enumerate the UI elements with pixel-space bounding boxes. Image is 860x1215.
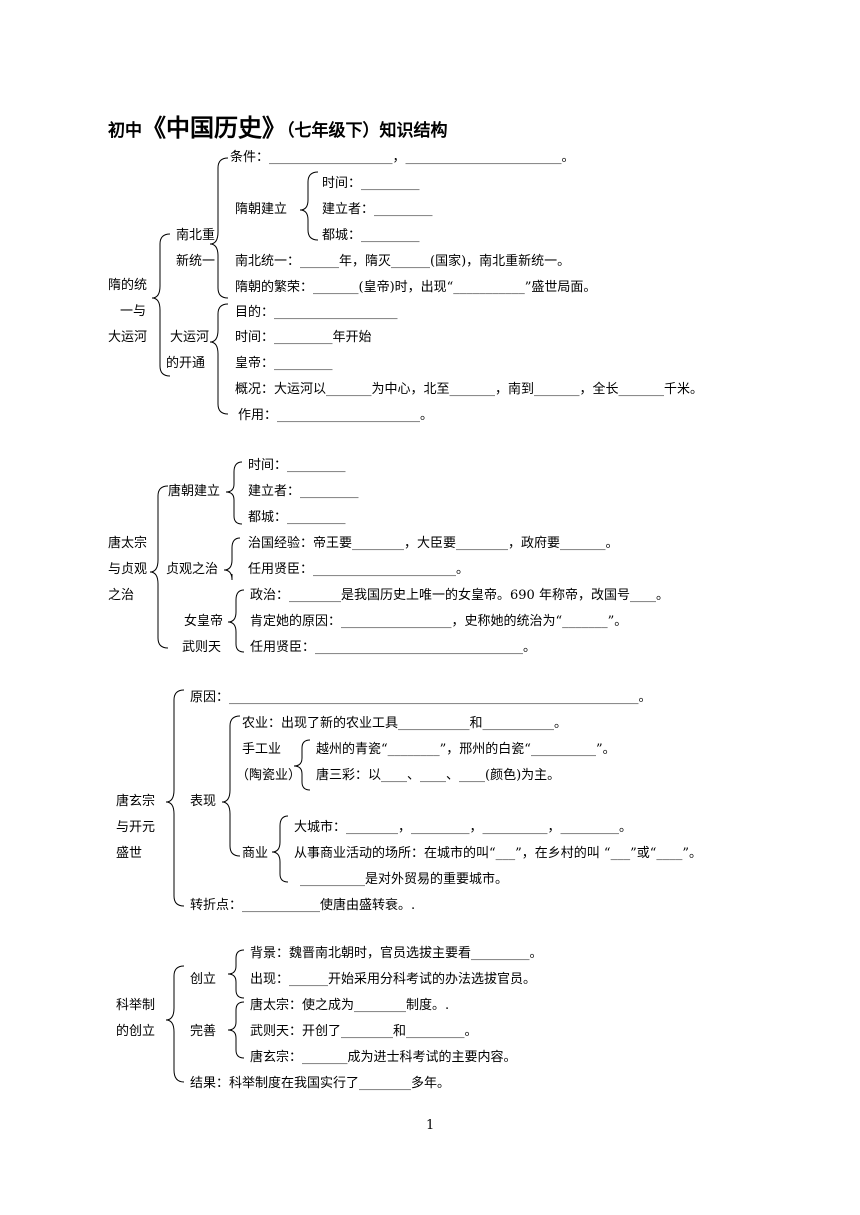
- brace-sec1-main: [151, 233, 171, 377]
- title-book: 《中国历史》: [142, 114, 286, 142]
- page-title: 初中《中国历史》（七年级下）知识结构: [108, 108, 448, 143]
- tang-jianlizhe: 建立者：_________: [248, 484, 359, 499]
- sec3-heading-2: 与开元: [116, 820, 156, 835]
- brace-sec4-main: [165, 965, 185, 1083]
- yunhe-mudi: 目的：___________________: [235, 305, 398, 320]
- title-suffix: 知识结构: [379, 121, 448, 141]
- shougong-label-1: 手工业: [242, 742, 282, 757]
- brace-sec3-main: [165, 689, 185, 907]
- wu-xianchen: 任用贤臣：________________________________。: [250, 640, 537, 655]
- brace-sec1-sub1: [209, 157, 229, 299]
- yunhe-shijian: 时间：_________年开始: [235, 330, 372, 345]
- brace-shougong: [293, 739, 311, 791]
- sui-shijian: 时间：_________: [322, 176, 420, 191]
- yunhe-huangdi: 皇帝：_________: [235, 356, 333, 371]
- brace-suichao: [299, 171, 319, 241]
- xuanzong-yuanyin: 原因：_____________________________________…: [190, 690, 652, 705]
- page-number: 1: [426, 1118, 435, 1133]
- brace-sec2-main: [149, 485, 169, 649]
- sec2-heading-1: 唐太宗: [108, 536, 148, 551]
- brace-biaoxian: [221, 715, 241, 857]
- nanbei-tongyi: 南北统一：______年，隋灭______(国家)，南北重新统一。: [235, 254, 571, 269]
- sec1-sub1-line1: 南北重: [176, 228, 216, 243]
- wu-label-2: 武则天: [182, 640, 222, 655]
- keju-wuzetian: 武则天：开创了________和_________。: [250, 1024, 478, 1039]
- zhenguan-label: 贞观之治: [166, 562, 219, 577]
- biaoxian-label: 表现: [190, 794, 217, 809]
- sec3-heading-1: 唐玄宗: [116, 794, 156, 809]
- sec2-heading-2: 与贞观: [108, 562, 148, 577]
- chuangli-label: 创立: [190, 972, 217, 987]
- keju-chuxian: 出现：______开始采用分科考试的办法选拔官员。: [250, 972, 537, 987]
- tang-label: 唐朝建立: [168, 484, 221, 499]
- sec1-sub2-line1: 大运河: [170, 330, 210, 345]
- brace-shangye: [271, 815, 289, 883]
- brace-sec1-sub2: [209, 303, 229, 415]
- qingci-line: 越州的青瓷“________”，邢州的白瓷“__________”。: [316, 742, 616, 757]
- wu-yuanyin: 肯定她的原因：_________________，史称她的统治为“_______…: [250, 614, 628, 629]
- sui-ducheng: 都城：_________: [322, 228, 420, 243]
- zhuanzhe-line: 转折点：____________使唐由盛转衰。.: [190, 898, 416, 913]
- sui-fanrong: 隋朝的繁荣：_______(皇帝)时，出现“___________”盛世局面。: [235, 280, 597, 295]
- tiaojian-line: 条件：___________________，_________________…: [230, 150, 575, 165]
- yunhe-gaikuang: 概况：大运河以_______为中心，北至_______，南到_______，全长…: [235, 382, 704, 397]
- maoyi-line: __________是对外贸易的重要城市。: [300, 872, 509, 887]
- brace-tang: [225, 461, 243, 525]
- shougong-label-2: （陶瓷业）: [236, 768, 302, 783]
- title-prefix: 初中: [108, 121, 142, 141]
- yunhe-zuoyong: 作用：______________________。: [238, 408, 434, 423]
- tang-shijian: 时间：_________: [248, 458, 346, 473]
- sec1-heading-3: 大运河: [108, 330, 148, 345]
- brace-zhenguan: [223, 537, 241, 581]
- zhenguan-xianchen: 任用贤臣：______________________。: [248, 562, 470, 577]
- shangye-label: 商业: [242, 846, 269, 861]
- sec1-heading-2: 一与: [120, 304, 147, 319]
- dachengshi-line: 大城市：________，_________，__________，______…: [294, 820, 633, 835]
- sui-jianlizhe: 建立者：_________: [322, 202, 433, 217]
- sec3-heading-3: 盛世: [116, 846, 143, 861]
- brace-chuangli: [227, 949, 245, 999]
- suichao-label: 隋朝建立: [235, 202, 288, 217]
- keju-beijing: 背景：魏晋南北朝时，官员选拔主要看_________。: [250, 946, 543, 961]
- title-grade: （七年级下）: [286, 121, 380, 141]
- sec1-sub1-line2: 新统一: [176, 254, 216, 269]
- brace-wu: [227, 589, 245, 653]
- changsuo-line: 从事商业活动的场所：在城市的叫“___”，在乡村的叫 “___”或“____”。: [294, 846, 703, 861]
- keju-taizong: 唐太宗：使之成为________制度。.: [250, 998, 450, 1013]
- sec4-heading-1: 科举制: [116, 998, 156, 1013]
- wanshan-label: 完善: [190, 1024, 217, 1039]
- brace-wanshan: [227, 1001, 245, 1059]
- wu-label-1: 女皇帝: [184, 614, 224, 629]
- wu-zhengzhi: 政治：________是我国历史上唯一的女皇帝。690 年称帝，改国号____。: [250, 588, 669, 603]
- sec1-sub2-line2: 的开通: [166, 356, 206, 371]
- tang-ducheng: 都城：_________: [248, 510, 346, 525]
- zhiguo-jingyan: 治国经验：帝王要________，大臣要________，政府要_______。: [248, 536, 619, 551]
- keju-jieguo: 结果：科举制度在我国实行了________多年。: [190, 1076, 451, 1091]
- sec4-heading-2: 的创立: [116, 1024, 156, 1039]
- nongye-line: 农业：出现了新的农业工具___________和___________。: [242, 716, 568, 731]
- sancai-line: 唐三彩：以____、____、____(颜色)为主。: [316, 768, 561, 783]
- sec1-heading-1: 隋的统: [108, 278, 148, 293]
- keju-xuanzong: 唐玄宗：_______成为进士科考试的主要内容。: [250, 1050, 517, 1065]
- sec2-heading-3: 之治: [108, 588, 135, 603]
